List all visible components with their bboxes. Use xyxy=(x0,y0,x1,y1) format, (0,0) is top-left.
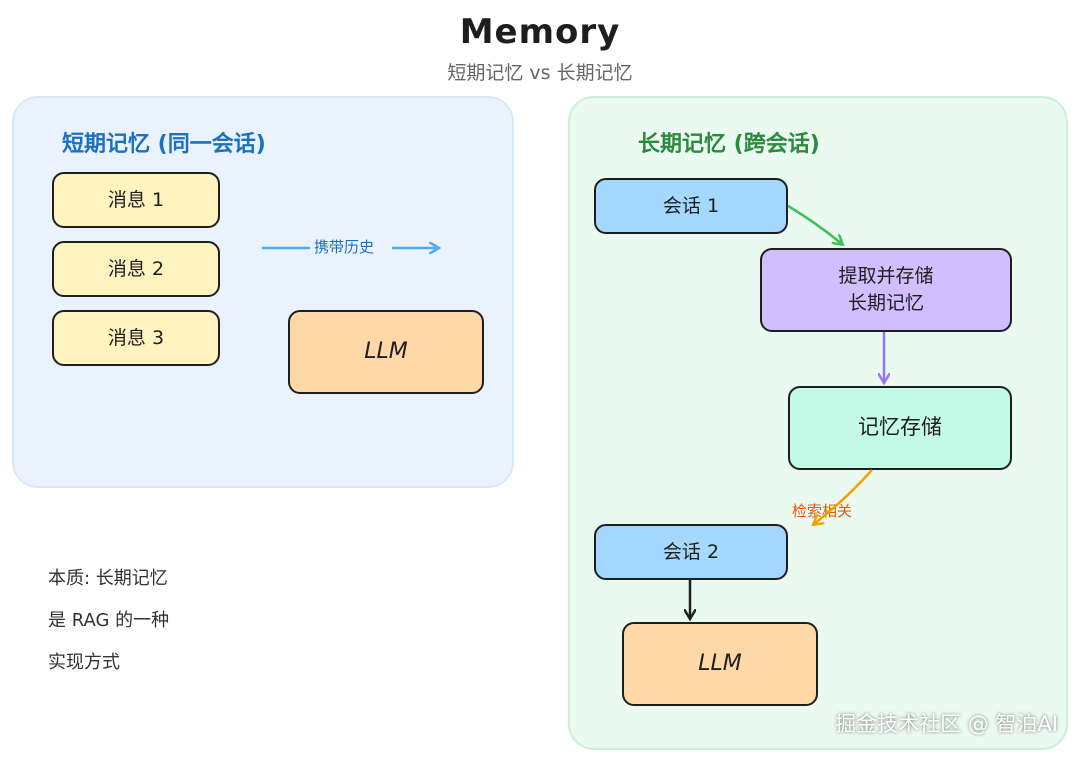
note-line-3: 实现方式 xyxy=(48,652,120,673)
note-text: 本质: 长期记忆 是 RAG 的一种 实现方式 xyxy=(48,558,169,684)
long-term-title: 长期记忆 (跨会话) xyxy=(638,132,820,157)
short-term-llm-box: LLM xyxy=(288,310,484,394)
short-term-title: 短期记忆 (同一会话) xyxy=(62,132,266,157)
message-box-1: 消息 1 xyxy=(52,172,220,228)
session-1-box: 会话 1 xyxy=(594,178,788,234)
diagram-title: Memory xyxy=(459,12,621,52)
long-term-llm-box: LLM xyxy=(622,622,818,706)
session1-to-extract-arrow xyxy=(787,204,842,244)
session-2-box: 会话 2 xyxy=(594,524,788,580)
message-box-2: 消息 2 xyxy=(52,241,220,297)
extract-store-box: 提取并存储 长期记忆 xyxy=(760,248,1012,332)
retrieve-arrow xyxy=(814,469,873,524)
watermark: 掘金技术社区 @ 智泊AI xyxy=(835,712,1058,736)
note-line-1: 本质: 长期记忆 xyxy=(48,568,168,589)
extract-line-2: 长期记忆 xyxy=(847,292,924,314)
note-line-2: 是 RAG 的一种 xyxy=(48,610,170,631)
memory-store-box: 记忆存储 xyxy=(788,386,1012,470)
carry-history-label: 携带历史 xyxy=(314,238,375,256)
extract-line-1: 提取并存储 xyxy=(838,265,934,288)
message-box-3: 消息 3 xyxy=(52,310,220,366)
diagram-subtitle: 短期记忆 vs 长期记忆 xyxy=(447,62,633,84)
